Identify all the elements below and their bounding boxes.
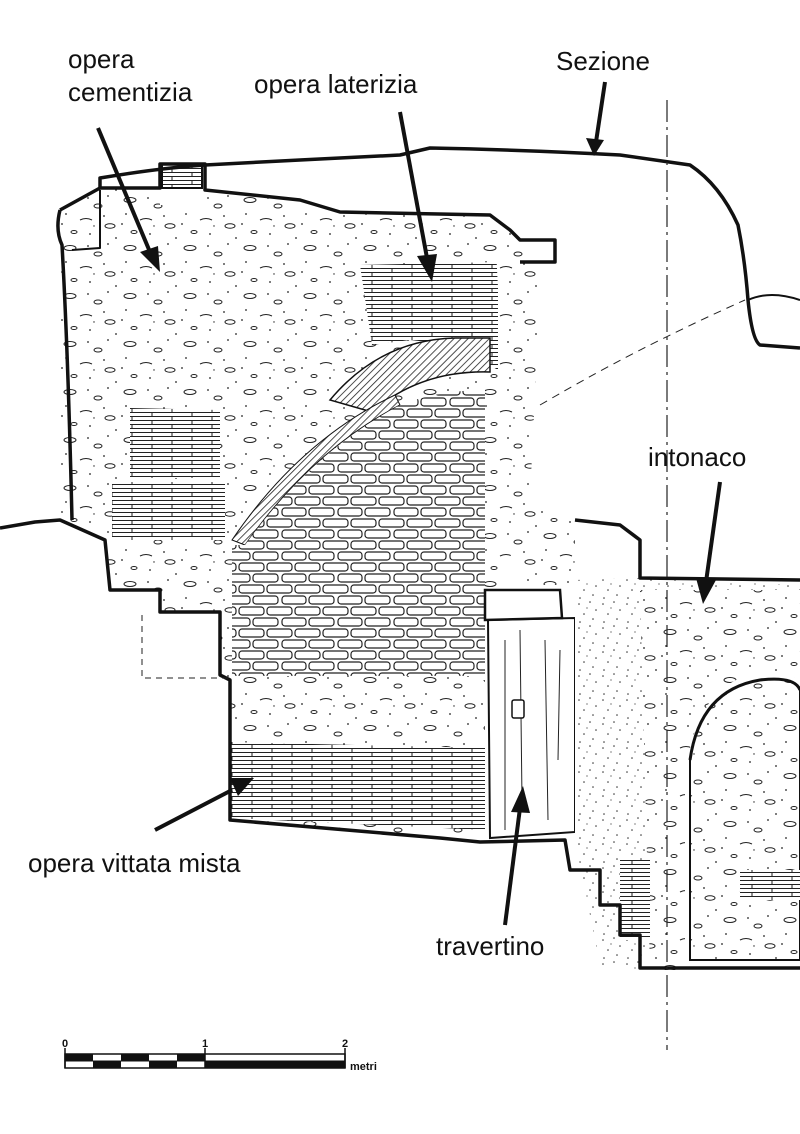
masonry-structure	[0, 100, 800, 1050]
scale-bar: 0 1 2 metri	[62, 1038, 377, 1073]
label-opera-vittata-mista: opera vittata mista	[28, 848, 241, 878]
arrow-travertino	[503, 807, 522, 926]
right-arch-frame	[688, 677, 800, 761]
left-lower-bricks	[112, 482, 225, 540]
opera-vittata-bricks	[232, 390, 485, 676]
scale-unit: metri	[350, 1061, 377, 1073]
dashed-footprint	[141, 615, 228, 679]
lower-concrete-band	[230, 680, 485, 745]
arrows	[96, 81, 722, 926]
labels: opera cementizia opera laterizia Sezione…	[28, 44, 746, 961]
right-arch-opening	[689, 678, 800, 961]
label-intonaco: intonaco	[648, 442, 746, 472]
left-brick-courses	[130, 408, 220, 478]
right-edge-stones	[495, 230, 575, 585]
label-opera-cementizia-line1: opera	[68, 44, 135, 74]
right-brick-piers	[620, 860, 650, 940]
label-sezione: Sezione	[556, 46, 650, 76]
dashed-section-line	[539, 299, 746, 406]
label-travertino: travertino	[436, 931, 544, 961]
arrow-opera-cementizia	[96, 127, 152, 253]
arrow-sezione	[594, 81, 607, 143]
clamp-hole	[511, 699, 525, 719]
arrow-opera-laterizia	[398, 111, 429, 259]
lower-brick-courses	[230, 742, 485, 830]
scale-tick-0: 0	[62, 1038, 68, 1050]
label-opera-laterizia: opera laterizia	[254, 69, 418, 99]
arch-brick-base	[740, 870, 800, 900]
arrow-intonaco	[704, 481, 722, 583]
top-profile	[59, 162, 557, 264]
travertino-cap	[483, 588, 564, 622]
scale-tick-2: 2	[342, 1038, 348, 1050]
label-opera-cementizia-line2: cementizia	[68, 77, 193, 107]
scale-tick-1: 1	[202, 1038, 208, 1050]
travertino-block	[486, 616, 576, 840]
right-lower-wall	[640, 590, 800, 970]
relieving-arch	[328, 337, 491, 413]
outer-profile	[0, 518, 800, 970]
arrow-opera-vittata	[154, 788, 233, 832]
